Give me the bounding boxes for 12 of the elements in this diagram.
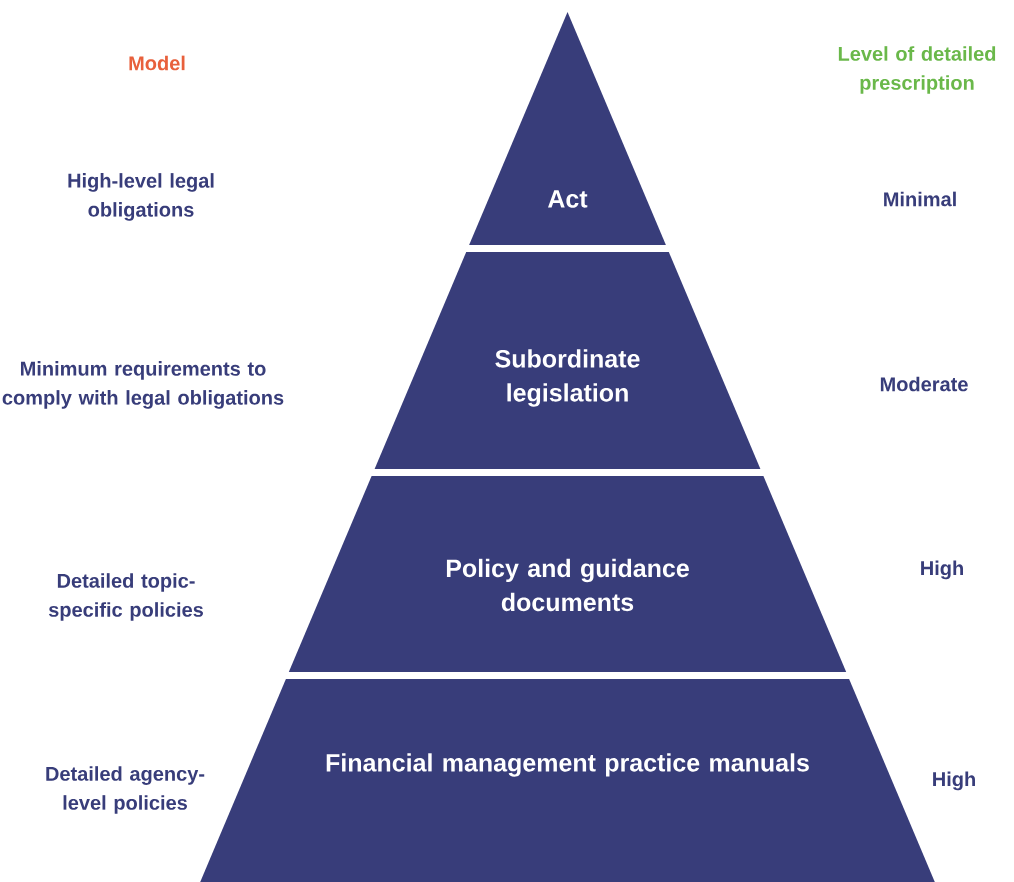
side-label: Detailed topic-specific policies (48, 573, 203, 621)
side-label: Moderate (880, 376, 968, 392)
pyramid-tier: Policy and guidance documents (288, 476, 847, 672)
side-label: High-level legal obligations (68, 173, 214, 221)
side-label: High (933, 771, 975, 791)
pyramid-tier: Subordinate legislation (374, 252, 761, 469)
side-label: High (921, 560, 963, 580)
column-heading: Level of detailed prescription (838, 46, 996, 94)
column-heading: Model (129, 55, 185, 71)
pyramid-tier: Act (469, 12, 666, 245)
side-label: Minimum requirements to comply with legal obligations (2, 361, 284, 409)
side-label: Minimal (884, 191, 956, 207)
